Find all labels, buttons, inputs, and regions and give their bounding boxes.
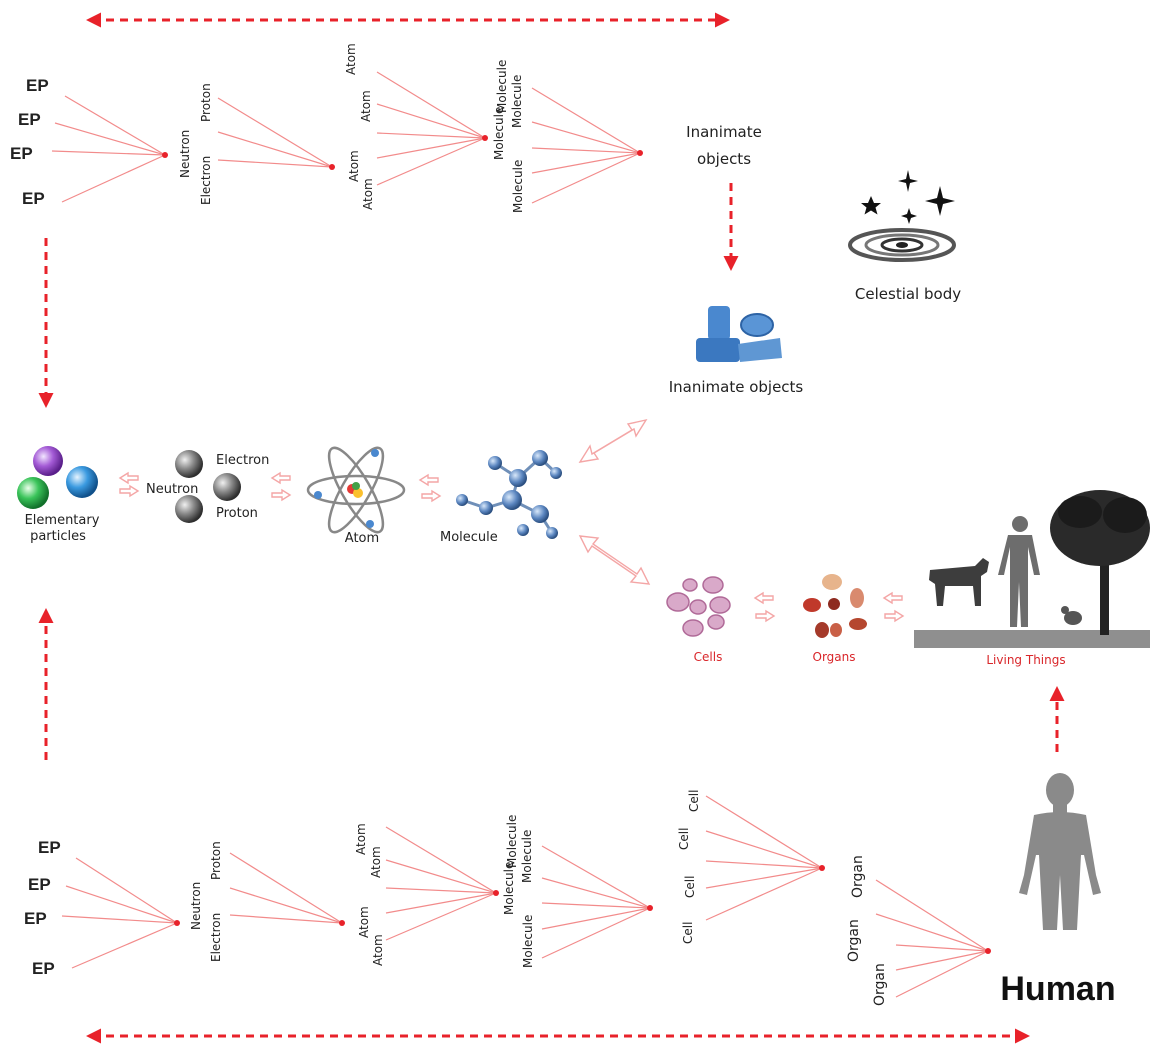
top-molecule-label: Molecule: [511, 160, 525, 213]
bottom-molecule-fan: [541, 845, 653, 959]
bottom-electron-label: Electron: [209, 913, 223, 962]
bottom-cell-label: Cell: [681, 922, 695, 944]
bottom-cell-label: Cell: [687, 790, 701, 812]
elementary-label-line2: particles: [30, 529, 86, 544]
top-atom-fan: [376, 71, 488, 186]
bottom-ep-label: EP: [38, 838, 61, 857]
top-ep-label: EP: [22, 189, 45, 208]
organs-label: Organs: [813, 650, 856, 664]
bottom-molecule-label: Molecule: [521, 915, 535, 968]
top-molecule-label: Molecule: [510, 75, 524, 128]
top-neutron-label: Neutron: [178, 130, 192, 178]
top-atom-label: Atom: [344, 43, 358, 75]
bottom-atom-label: Atom: [357, 906, 371, 938]
celestial-body-label: Celestial body: [855, 285, 961, 303]
top-result-line2: objects: [697, 150, 751, 168]
bottom-atom-label: Atom: [369, 846, 383, 878]
bottom-ep-label: EP: [28, 875, 51, 894]
bottom-molecule-label: Molecule: [505, 815, 519, 868]
molecule-icon: [456, 450, 562, 539]
celestial-body-icon: [848, 170, 956, 262]
cells-label: Cells: [694, 650, 723, 664]
elementary-particles-icon: [17, 446, 98, 509]
organs-icon: [803, 574, 867, 638]
bottom-organ-label: Organ: [850, 855, 866, 898]
bottom-organ-label: Organ: [872, 963, 888, 1006]
top-ep-label: EP: [10, 144, 33, 163]
subatomic-particles-icon: [175, 450, 241, 523]
top-subatomic-fan: [217, 97, 335, 170]
middle-atom-label: Atom: [345, 531, 379, 546]
top-ep-label: EP: [26, 76, 49, 95]
bottom-ep-label: EP: [32, 959, 55, 978]
top-electron-label: Electron: [199, 156, 213, 205]
hollow-arrows-2: [270, 471, 292, 502]
top-result-line1: Inanimate: [686, 123, 762, 141]
bottom-cell-label: Cell: [677, 828, 691, 850]
top-atom-label: Atom: [347, 150, 361, 182]
middle-electron-label: Electron: [216, 453, 269, 468]
bottom-atom-fan: [385, 826, 499, 941]
inanimate-objects-icon: [696, 306, 782, 362]
bottom-chain: EP EP EP EP Proton Neutron Electron Atom…: [24, 790, 991, 1006]
top-ep-fan: [51, 95, 168, 203]
top-chain: EP EP EP EP Proton Neutron Electron Atom…: [10, 43, 762, 213]
living-things-icon: [914, 490, 1150, 648]
middle-proton-label: Proton: [216, 506, 258, 521]
atom-icon: [306, 446, 406, 534]
hollow-arrows-1: [118, 471, 140, 498]
molecule-to-cells-arrow: [578, 535, 651, 585]
bottom-molecule-label: Molecule: [520, 830, 534, 883]
middle-molecule-label: Molecule: [440, 530, 498, 545]
bottom-organ-fan: [875, 879, 991, 998]
top-ep-label: EP: [18, 110, 41, 129]
inanimate-objects-label: Inanimate objects: [669, 378, 804, 396]
hollow-arrows-5: [882, 591, 905, 623]
top-molecule-fan: [531, 87, 643, 204]
bottom-subatomic-fan: [229, 852, 345, 926]
top-proton-label: Proton: [199, 83, 213, 122]
hollow-arrows-4: [753, 591, 776, 623]
bottom-cell-fan: [705, 795, 825, 921]
elementary-label-line1: Elementary: [25, 513, 100, 528]
living-things-label: Living Things: [986, 653, 1065, 667]
top-molecule-label: Molecule: [492, 107, 506, 160]
bottom-atom-label: Atom: [371, 934, 385, 966]
molecule-to-inanimate-arrow: [578, 418, 648, 463]
bottom-atom-label: Atom: [354, 823, 368, 855]
human-figure-icon: [1019, 773, 1101, 930]
top-atom-label: Atom: [359, 90, 373, 122]
bottom-organ-label: Organ: [846, 919, 862, 962]
bottom-ep-fan: [61, 857, 180, 969]
bottom-neutron-label: Neutron: [189, 882, 203, 930]
middle-neutron-label: Neutron: [146, 482, 198, 497]
bottom-molecule-label: Molecule: [502, 862, 516, 915]
top-atom-label: Atom: [361, 178, 375, 210]
hollow-arrows-3: [418, 473, 442, 503]
human-label: Human: [1000, 970, 1115, 1008]
cells-icon: [666, 576, 731, 637]
top-molecule-label: Molecule: [495, 60, 509, 113]
bottom-proton-label: Proton: [209, 841, 223, 880]
bottom-ep-label: EP: [24, 909, 47, 928]
bottom-cell-label: Cell: [683, 876, 697, 898]
